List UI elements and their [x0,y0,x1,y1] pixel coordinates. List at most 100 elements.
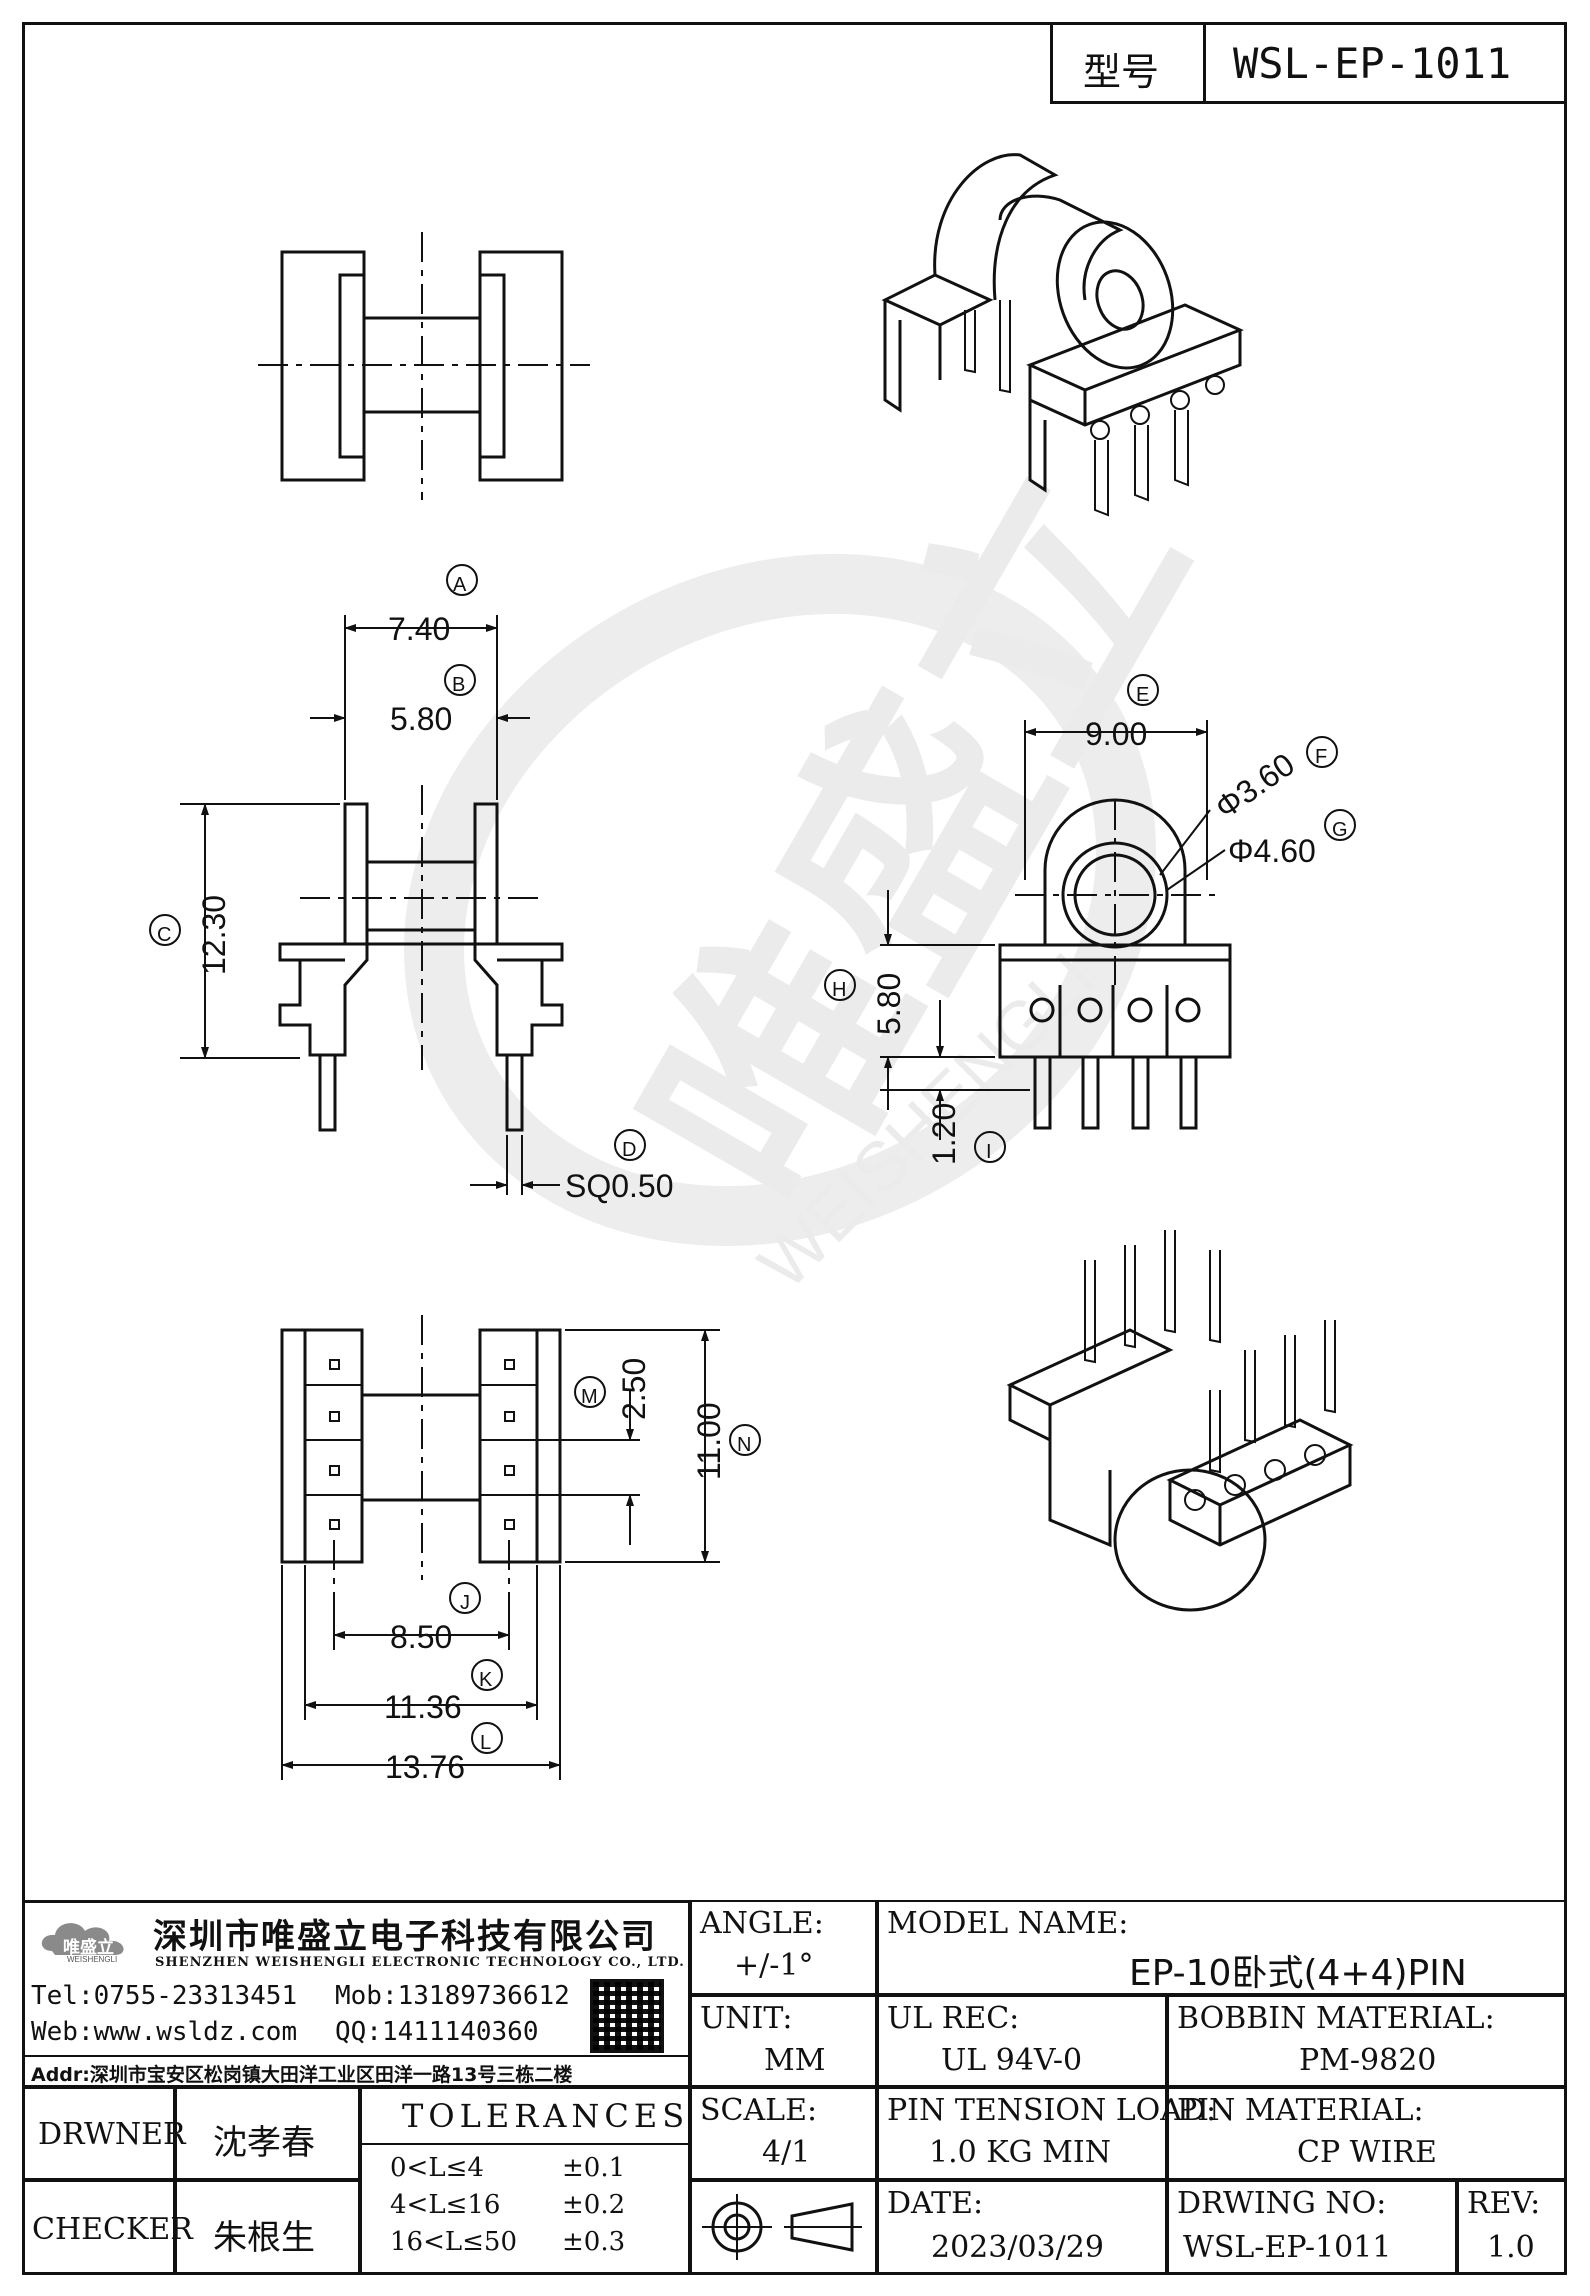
ul-rec-label: UL REC: [887,2001,1020,2036]
tolerances-title: TOLERANCES [402,2097,690,2135]
drawing-canvas: 唯盛立 WEISHENGLI [149,153,1356,1785]
checker-label-cell: CHECKER [22,2180,193,2275]
bobbin-material-value: PM-9820 [1299,2043,1437,2078]
company-qq: QQ:1411140360 [335,2017,539,2047]
ul-rec-cell: UL REC: UL 94V-0 [877,1995,1167,2087]
bottom-view-labels: J 8.50 K 11.36 L 13.76 M 2.50 11.00 N [384,1358,761,1785]
checker-value-cell: 朱根生 [175,2180,360,2275]
dim-value-b: 5.80 [390,701,452,737]
third-angle-projection-icon [702,2194,862,2260]
dim-value-h: 5.80 [871,973,907,1035]
unit-value: MM [764,2043,826,2078]
dim-tag-f: F [1315,746,1327,768]
dim-value-n: 11.00 [691,1402,727,1480]
company-address: Addr:深圳市宝安区松岗镇大田洋工业区田洋一路13号三栋二楼 [31,2064,573,2086]
model-header-value: WSL-EP-1011 [1233,39,1512,88]
unit-cell: UNIT: MM [690,1995,877,2087]
dim-value-f: Φ3.60 [1208,746,1301,826]
model-name-label: MODEL NAME: [887,1906,1129,1941]
pin-material-label: PIN MATERIAL: [1177,2093,1424,2128]
dim-value-g: Φ4.60 [1228,833,1316,869]
bottom-view [280,1315,720,1780]
dim-tag-m: M [581,1386,598,1408]
revision-value: 1.0 [1487,2230,1535,2265]
top-view [258,232,590,500]
dim-tag-g: G [1332,819,1348,841]
dim-tag-a: A [453,574,467,596]
dim-tag-n: N [737,1434,751,1456]
dim-tag-d: D [622,1139,636,1161]
model-name-value: EP-10卧式(4+4)PIN [1129,1953,1467,1994]
drwner-label-cell: DRWNER [22,2087,186,2180]
checker-value: 朱根生 [213,2218,315,2258]
company-logo: 唯盛立 WEISHENGLI [37,1911,147,1967]
company-logo-text: 唯盛立 [63,1938,114,1958]
dim-value-c: 12.30 [196,895,232,975]
front-view [180,615,564,1195]
company-block: 唯盛立 WEISHENGLI 深圳市唯盛立电子科技有限公司 SHENZHEN W… [22,1900,690,2087]
isometric-view-bottom [1006,1230,1354,1612]
drwner-label: DRWNER [38,2117,186,2152]
date-label: DATE: [887,2186,984,2221]
model-name-cell: MODEL NAME: EP-10卧式(4+4)PIN [877,1900,1567,1995]
dim-tag-i: I [986,1141,992,1163]
checker-label: CHECKER [32,2212,193,2247]
date-value: 2023/03/29 [931,2230,1104,2265]
scale-value: 4/1 [762,2135,811,2170]
angle-value: +/-1° [734,1948,814,1983]
company-name-cn: 深圳市唯盛立电子科技有限公司 [153,1917,657,1957]
pin-material-value: CP WIRE [1297,2135,1437,2170]
dim-value-m: 2.50 [616,1358,652,1420]
scale-cell: SCALE: 4/1 [690,2087,877,2180]
company-web: Web:www.wsldz.com [31,2017,298,2047]
company-name-en: SHENZHEN WEISHENGLI ELECTRONIC TECHNOLOG… [155,1955,685,1970]
dim-tag-l: L [480,1732,491,1754]
pin-tension-cell: PIN TENSION LOAD: 1.0 KG MIN [877,2087,1216,2180]
title-block: 唯盛立 WEISHENGLI 深圳市唯盛立电子科技有限公司 SHENZHEN W… [22,1900,1567,2275]
front-view-labels: A 7.40 B 5.80 C 12.30 D SQ0.50 [149,564,674,1204]
tolerance-value-1: ±0.1 [562,2153,626,2183]
model-header-label: 型号 [1083,50,1160,94]
drwner-value: 沈孝春 [213,2123,315,2163]
tolerance-value-3: ±0.3 [562,2227,626,2257]
dim-value-k: 11.36 [384,1689,462,1725]
drawing-number-value: WSL-EP-1011 [1183,2230,1392,2265]
dim-tag-k: K [479,1669,493,1691]
revision-label: REV: [1467,2186,1541,2221]
dim-tag-b: B [452,674,465,696]
model-header-box: 型号 WSL-EP-1011 [1050,22,1567,104]
date-cell: DATE: 2023/03/29 [877,2180,1167,2275]
dim-value-e: 9.00 [1085,716,1147,752]
isometric-view-top [881,153,1244,517]
tolerances-divider [362,2143,688,2145]
tolerances-block: TOLERANCES 0<L≤4 ±0.1 4<L≤16 ±0.2 16<L≤5… [360,2087,690,2275]
drwner-value-cell: 沈孝春 [175,2087,360,2180]
dim-tag-c: C [157,924,171,946]
drawing-number-label: DRWING NO: [1177,2186,1387,2221]
company-mob: Mob:13189736612 [335,1981,570,2011]
ul-rec-value: UL 94V-0 [941,2043,1083,2078]
dim-value-d: SQ0.50 [565,1168,674,1204]
qr-code-icon [590,1979,664,2053]
pin-tension-label: PIN TENSION LOAD: [887,2093,1217,2128]
pin-tension-value: 1.0 KG MIN [929,2135,1111,2170]
angle-label: ANGLE: [700,1906,824,1941]
dim-tag-e: E [1136,684,1149,706]
bobbin-material-cell: BOBBIN MATERIAL: PM-9820 [1167,1995,1567,2087]
dim-value-i: 1.20 [926,1103,962,1165]
tolerance-value-2: ±0.2 [562,2190,626,2220]
address-divider [25,2055,688,2057]
tolerance-range-3: 16<L≤50 [390,2227,518,2257]
bobbin-material-label: BOBBIN MATERIAL: [1177,2001,1495,2036]
dim-value-l: 13.76 [385,1749,465,1785]
company-logo-sub: WEISHENGLI [67,1955,118,1964]
company-tel: Tel:0755-23313451 [31,1981,298,2011]
tolerance-range-2: 4<L≤16 [390,2190,501,2220]
projection-symbol-cell [690,2180,877,2275]
dim-tag-h: H [832,979,846,1001]
dim-value-j: 8.50 [390,1619,452,1655]
pin-material-cell: PIN MATERIAL: CP WIRE [1167,2087,1567,2180]
tolerance-range-1: 0<L≤4 [390,2153,484,2183]
cloud-logo-icon [41,1923,124,1955]
side-view [880,720,1232,1140]
